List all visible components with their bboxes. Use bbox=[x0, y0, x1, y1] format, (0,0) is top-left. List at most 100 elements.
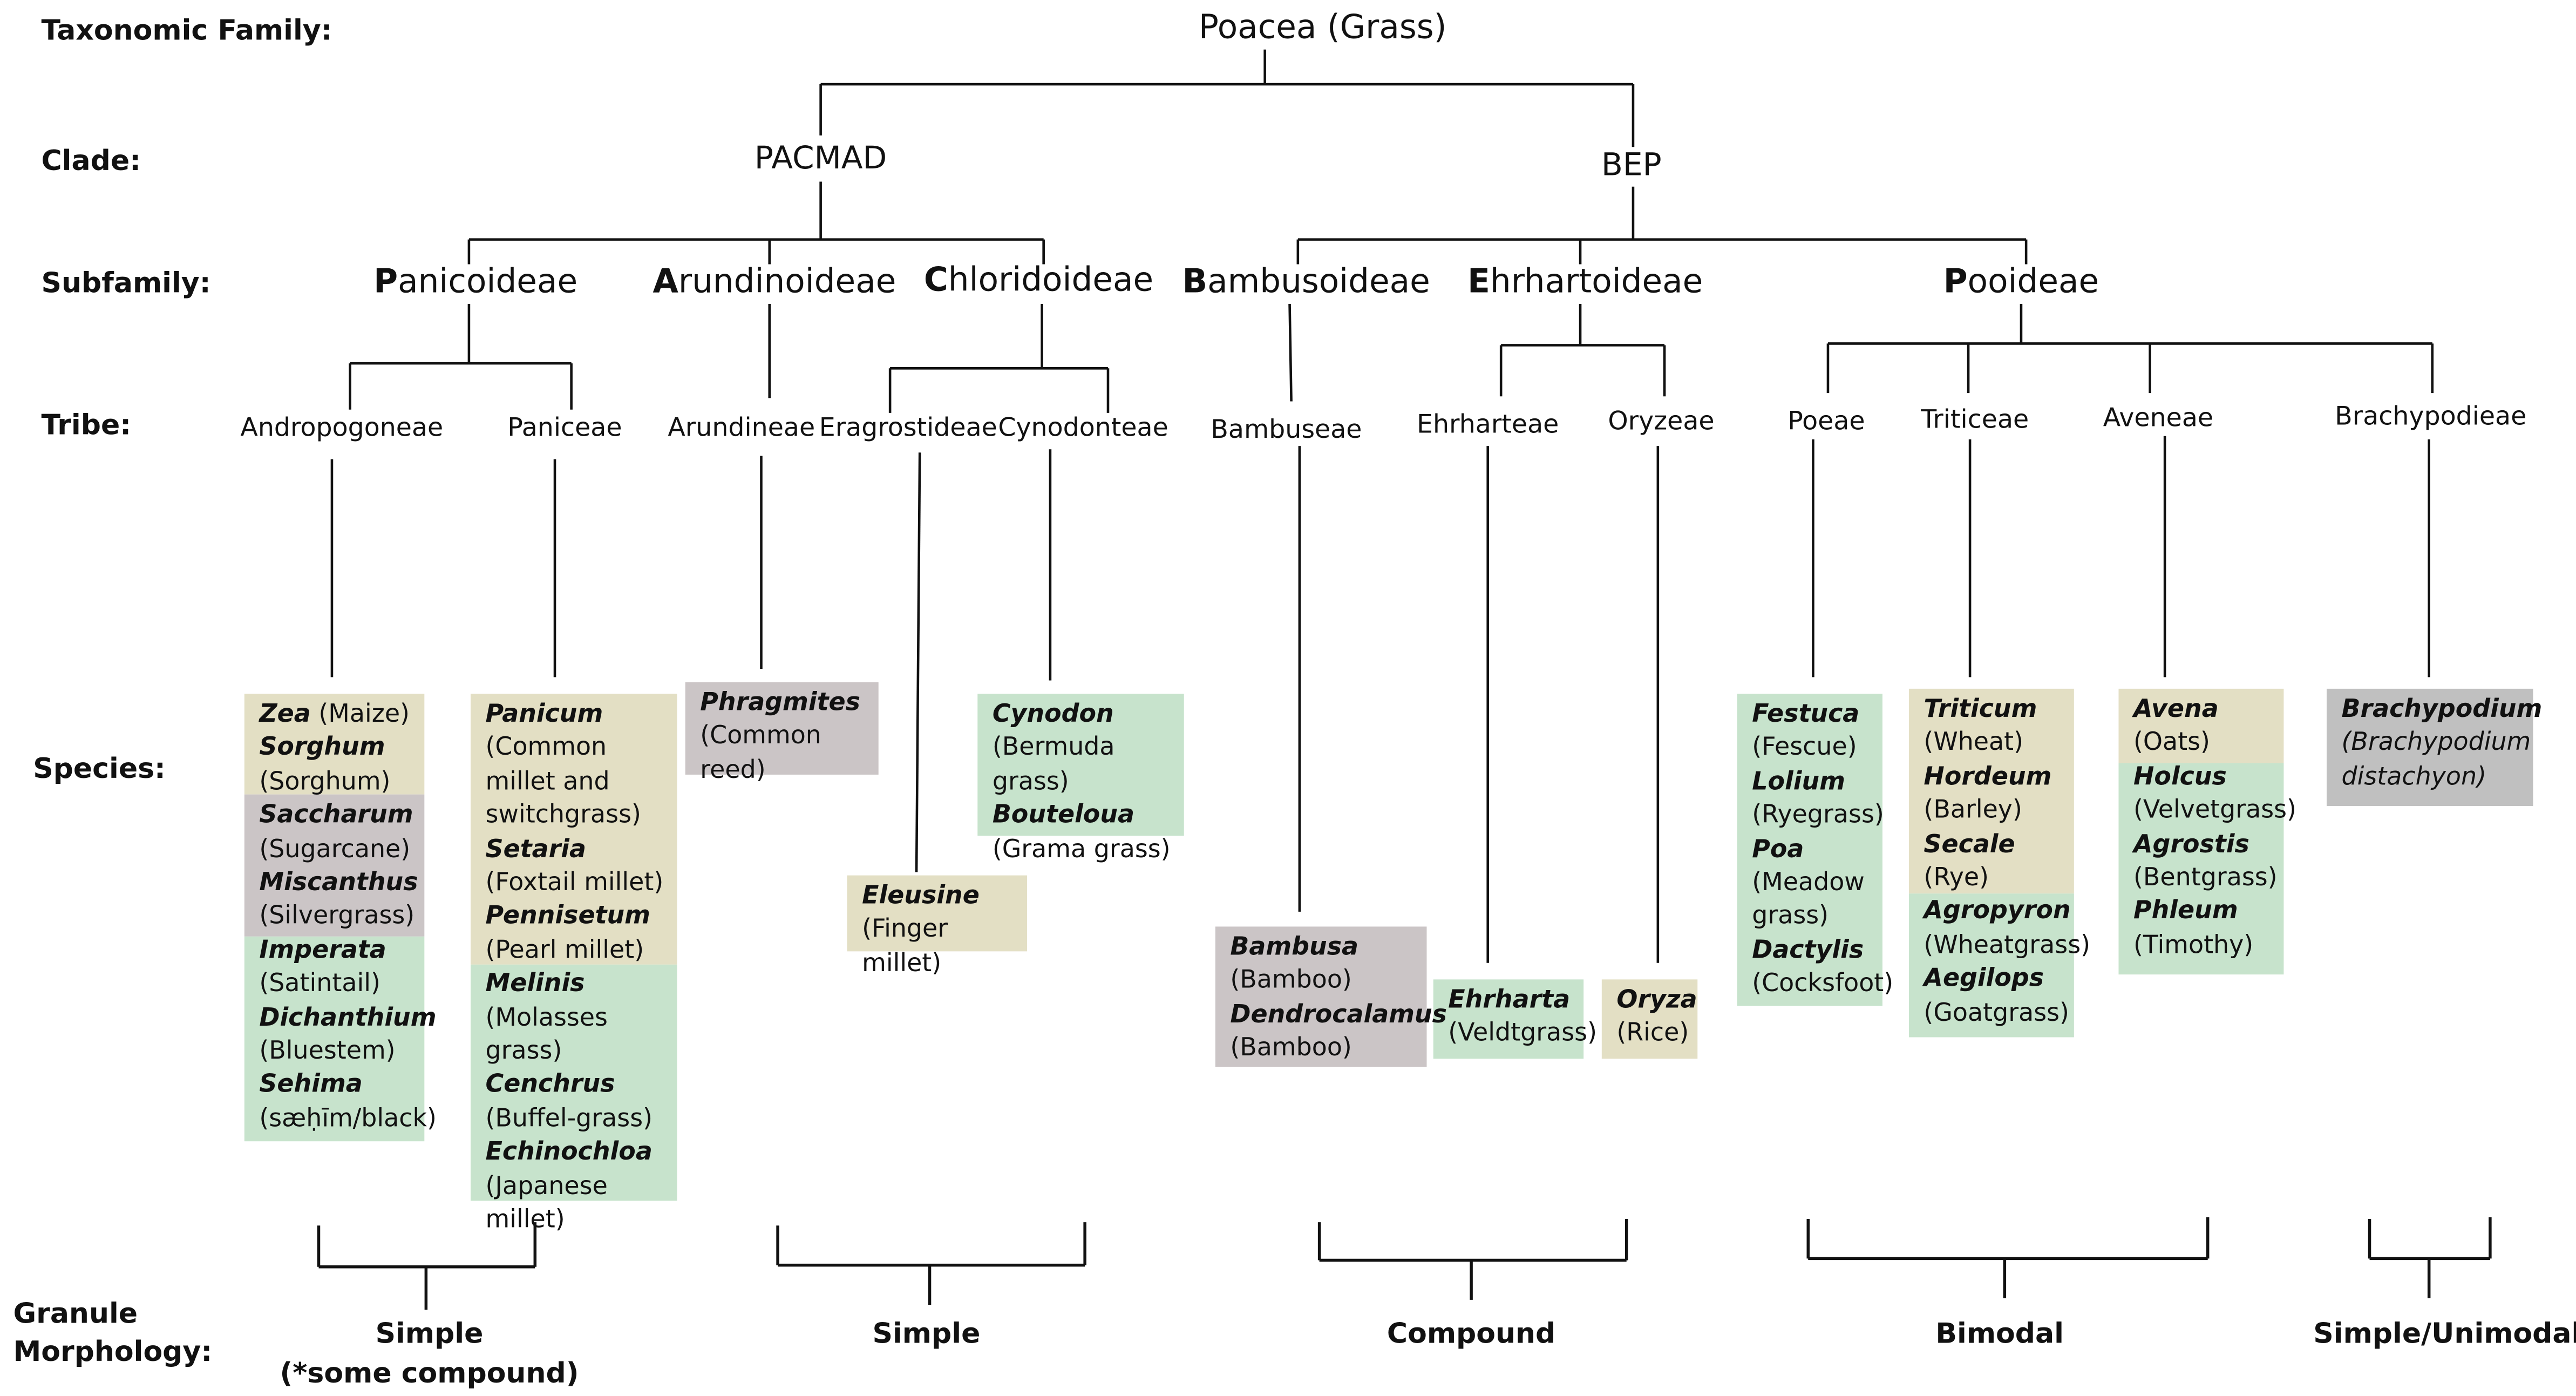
common-name: (Bluestem) bbox=[259, 1035, 396, 1066]
species-entry: Bouteloua bbox=[993, 798, 1178, 831]
subfamily-rest: ambusoideae bbox=[1207, 261, 1430, 301]
species-entry: Cynodon bbox=[993, 697, 1178, 730]
tribe-triticeae: Triticeae bbox=[1921, 404, 2029, 435]
tribe-poeae: Poeae bbox=[1787, 406, 1865, 436]
common-name: (Buffel-grass) bbox=[485, 1103, 653, 1133]
species-entry: Setaria bbox=[486, 832, 671, 865]
species-color-block bbox=[1908, 893, 2074, 1038]
genus-name: Miscanthus bbox=[259, 867, 418, 897]
genus-name: Cynodon bbox=[992, 699, 1114, 729]
species-entry: Echinochloa bbox=[486, 1135, 671, 1169]
species-color-block bbox=[1215, 926, 1427, 1067]
genus-name: Echinochloa bbox=[485, 1136, 653, 1167]
species-color-block bbox=[977, 694, 1184, 836]
common-name: (Rye) bbox=[1923, 862, 1989, 892]
species-entry: Zea (Maize) bbox=[259, 697, 418, 730]
genus-name: Imperata bbox=[259, 934, 386, 965]
common-name: (Meadow bbox=[1752, 867, 1865, 897]
tribe-aveneae: Aveneae bbox=[2103, 403, 2214, 433]
genus-name: Saccharum bbox=[259, 799, 413, 830]
common-name: distachyon) bbox=[2341, 761, 2486, 791]
common-name: switchgrass) bbox=[485, 799, 641, 830]
species-color-block bbox=[1433, 979, 1584, 1059]
species-color-block bbox=[244, 794, 425, 937]
morphology-label: Simple (*some compound) bbox=[280, 1314, 579, 1394]
species-box-ehrharteae: Ehrharta(Veldtgrass) bbox=[1433, 979, 1597, 1059]
species-entry: Lolium bbox=[1752, 764, 1875, 798]
species-entry: Phleum bbox=[2133, 894, 2277, 928]
common-name: (Bentgrass) bbox=[2133, 862, 2278, 892]
subfamily-rest: hrhartoideae bbox=[1490, 261, 1703, 301]
subfamily-initial: P bbox=[373, 261, 398, 301]
species-entry: Avena bbox=[2133, 692, 2277, 726]
species-entry: Sehima bbox=[259, 1068, 418, 1101]
subfamily-initial: B bbox=[1182, 261, 1208, 301]
subfamily-initial: A bbox=[653, 261, 678, 301]
morphology-line: Compound bbox=[1386, 1318, 1556, 1351]
common-name: (Common reed) bbox=[700, 721, 821, 784]
row-label-tribe: Tribe: bbox=[41, 409, 132, 443]
common-name: (Oats) bbox=[2133, 727, 2210, 757]
genus-name: Sehima bbox=[259, 1069, 363, 1100]
tribe-andropogoneae: Andropogoneae bbox=[240, 412, 444, 443]
morphology-line: Simple/Unimodal bbox=[2313, 1318, 2576, 1351]
morphology-line: Bimodal bbox=[1935, 1318, 2064, 1351]
common-name: (Finger millet) bbox=[862, 914, 948, 978]
species-color-block bbox=[2118, 763, 2284, 975]
genus-name: Eleusine bbox=[862, 880, 980, 910]
genus-name: Ehrharta bbox=[1448, 984, 1571, 1014]
species-entry: Dactylis bbox=[1752, 933, 1875, 966]
species-entry: Dendrocalamus bbox=[1230, 997, 1447, 1031]
subfamily-bambusoideae: Bambusoideae bbox=[1182, 261, 1430, 300]
common-name: (Brachypodium bbox=[2341, 727, 2531, 757]
family-name: Poacea (Grass) bbox=[1198, 6, 1447, 46]
common-name: (Grama grass) bbox=[992, 833, 1171, 864]
species-color-block bbox=[1737, 694, 1882, 1006]
subfamily-chloridoideae: Chloridoideae bbox=[924, 259, 1153, 299]
tribe-arundineae: Arundineae bbox=[668, 412, 815, 443]
species-entry: Aegilops bbox=[1923, 961, 2067, 995]
species-color-block bbox=[847, 875, 1028, 952]
morphology-label: Compound bbox=[1387, 1314, 1555, 1354]
genus-name: Agropyron bbox=[1923, 896, 2071, 926]
species-color-block bbox=[470, 964, 677, 1201]
species-color-block bbox=[244, 936, 425, 1142]
species-color-block bbox=[2118, 688, 2284, 763]
common-name: (Japanese millet) bbox=[485, 1170, 608, 1234]
bambusoideae-down-line bbox=[1288, 303, 1293, 402]
species-box-oryzeae: Oryza(Rice) bbox=[1601, 979, 1698, 1059]
common-name: (Sugarcane) bbox=[259, 833, 411, 864]
species-entry: Cenchrus bbox=[486, 1068, 671, 1101]
morphology-label: Simple/Unimodal bbox=[2313, 1314, 2576, 1354]
morphology-label: Bimodal bbox=[1935, 1314, 2064, 1354]
tribe-brachypodieae: Brachypodieae bbox=[2335, 401, 2527, 431]
subfamily-rest: hloridoideae bbox=[948, 259, 1154, 299]
tribe-paniceae: Paniceae bbox=[507, 412, 622, 443]
genus-name: Avena bbox=[2133, 694, 2219, 724]
species-entry: Dichanthium bbox=[259, 1000, 436, 1034]
common-name: (Bamboo) bbox=[1230, 1032, 1352, 1062]
species-entry: Oryza bbox=[1616, 982, 1697, 1016]
species-color-block bbox=[685, 682, 879, 775]
common-name: (Ryegrass) bbox=[1752, 799, 1884, 830]
subfamily-initial: C bbox=[923, 259, 948, 299]
species-entry: Triticum bbox=[1923, 692, 2067, 726]
genus-name: Secale bbox=[1923, 828, 2015, 858]
row-label-family: Taxonomic Family: bbox=[41, 15, 332, 48]
genus-name: Hordeum bbox=[1923, 761, 2052, 791]
common-name: (Barley) bbox=[1923, 795, 2022, 825]
common-name: (Molasses grass) bbox=[485, 1002, 608, 1066]
species-color-block bbox=[1908, 688, 2074, 894]
morphology-label: Simple bbox=[873, 1314, 981, 1354]
species-box-aveneae: Avena(Oats)Holcus(Velvetgrass)Agrostis(B… bbox=[2118, 688, 2296, 975]
row-label-clade: Clade: bbox=[41, 145, 141, 179]
common-name: (sæḥīm/black) bbox=[259, 1103, 437, 1133]
subfamily-initial: E bbox=[1467, 261, 1490, 301]
common-name: (Pearl millet) bbox=[485, 934, 644, 965]
tribe-bambuseae: Bambuseae bbox=[1211, 414, 1362, 445]
species-entry: Phragmites bbox=[700, 686, 872, 719]
common-name: (Cocksfoot) bbox=[1752, 968, 1894, 998]
species-entry: Poa bbox=[1752, 832, 1875, 865]
genus-name: Setaria bbox=[485, 833, 586, 864]
